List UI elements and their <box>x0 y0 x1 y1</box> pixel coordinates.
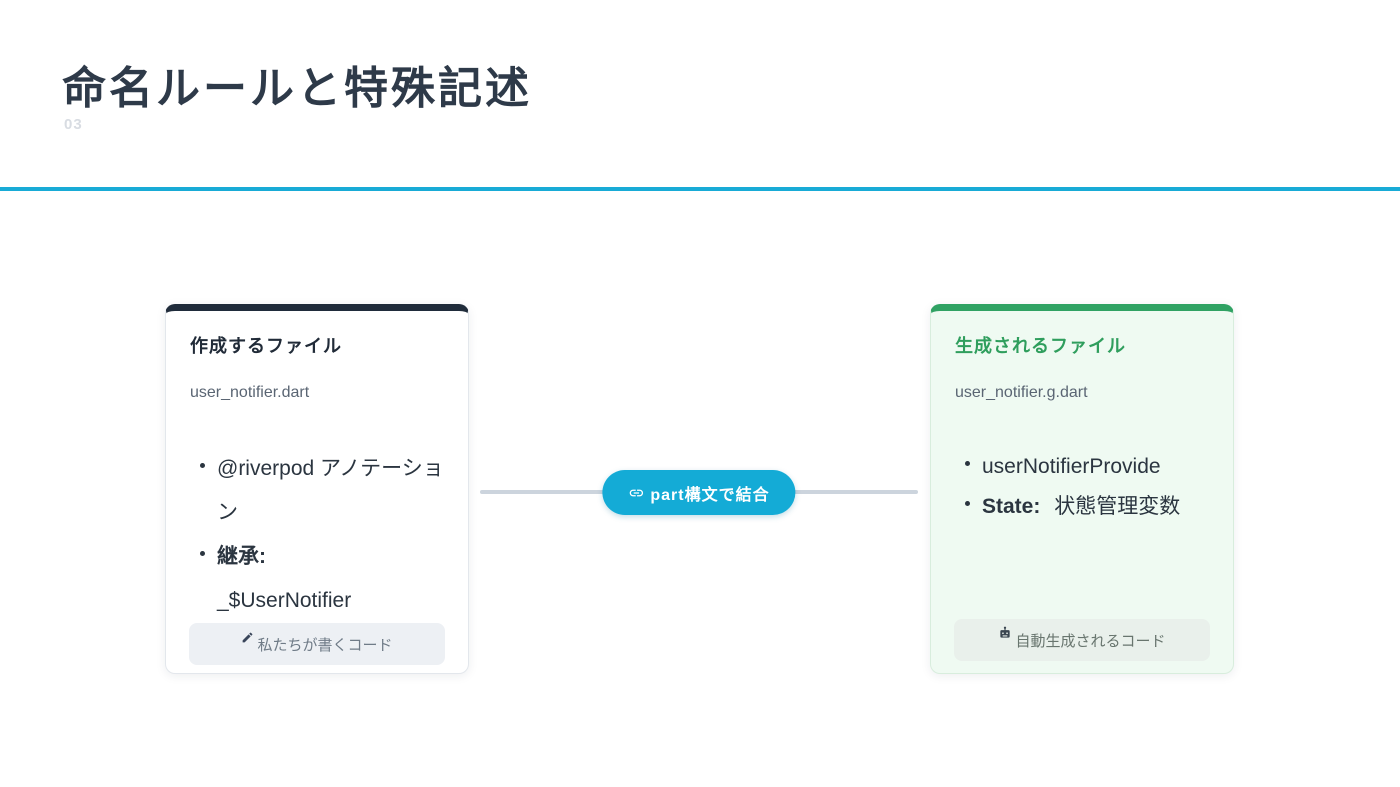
badge-label: 自動生成されるコード <box>1015 632 1166 650</box>
bullet-text: _$UserNotifier <box>217 589 352 612</box>
source-file-card: 作成するファイル user_notifier.dart @riverpod アノ… <box>165 304 469 674</box>
bullet-text: userNotifierProvide <box>982 455 1161 478</box>
title-divider <box>0 187 1400 191</box>
card-title: 生成されるファイル <box>955 336 1126 356</box>
filename: user_notifier.g.dart <box>955 384 1088 401</box>
card-title: 作成するファイル <box>190 336 342 356</box>
bullet-list: userNotifierProvide State: 状態管理変数 <box>955 447 1209 527</box>
bullet-item: 継承: _$UserNotifier <box>200 535 444 623</box>
bullet-list: @riverpod アノテーション 継承: _$UserNotifier <box>190 447 444 623</box>
bullet-text: 状態管理変数 <box>1054 495 1181 518</box>
bullet-bold-text: 継承: <box>217 545 266 568</box>
page-title: 命名ルールと特殊記述 <box>62 64 532 113</box>
bullet-item: @riverpod アノテーション <box>200 447 444 535</box>
badge-label: 私たちが書くコード <box>257 636 393 654</box>
source-card-content: 作成するファイル user_notifier.dart @riverpod アノ… <box>166 311 468 673</box>
link-icon <box>628 485 644 501</box>
generated-file-card: 生成されるファイル user_notifier.g.dart userNotif… <box>930 304 1234 674</box>
bullet-bold-text: State: <box>982 495 1041 518</box>
generated-code-badge: 自動生成されるコード <box>954 619 1210 661</box>
bullet-text: @riverpod アノテーション <box>217 457 444 524</box>
connector-label: part構文で結合 <box>650 486 770 504</box>
bullet-item: userNotifierProvide <box>965 447 1209 487</box>
handwritten-code-badge: 私たちが書くコード <box>189 623 445 665</box>
robot-icon <box>998 626 1012 640</box>
pencil-icon <box>241 631 254 644</box>
bullet-item: State: 状態管理変数 <box>965 487 1209 527</box>
generated-card-content: 生成されるファイル user_notifier.g.dart userNotif… <box>931 311 1233 673</box>
connector-pill: part構文で結合 <box>602 470 796 515</box>
filename: user_notifier.dart <box>190 384 310 401</box>
page-number: 03 <box>64 116 83 133</box>
